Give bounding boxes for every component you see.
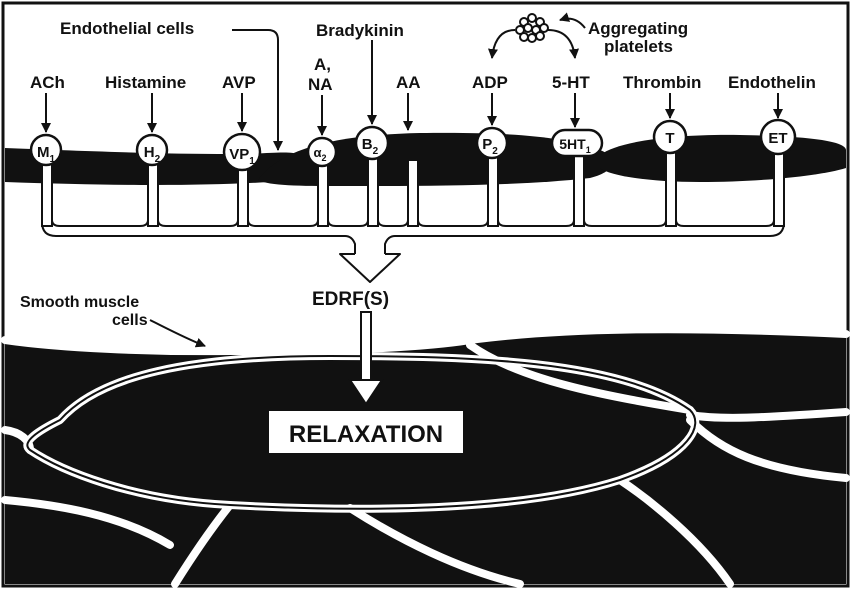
agonist-thrombin: Thrombin <box>623 73 701 92</box>
edrf-label: EDRF(S) <box>312 289 389 310</box>
platelets-label: platelets <box>604 37 673 56</box>
agonist-5ht: 5-HT <box>552 73 590 92</box>
receptor-5ht1: 5HT1 <box>552 130 602 156</box>
receptor-vp1: VP1 <box>224 134 260 170</box>
smooth-muscle-label: Smooth muscle <box>20 294 139 311</box>
svg-text:ET: ET <box>768 130 787 147</box>
receptor-t: T <box>654 121 686 153</box>
endothelial-cell-right <box>600 135 846 182</box>
relaxation-box: RELAXATION <box>268 410 464 454</box>
receptor-m1: M1 <box>31 135 61 165</box>
agonist-na: NA <box>308 75 333 94</box>
aggregating-label: Aggregating <box>588 19 688 38</box>
receptor-et: ET <box>761 120 795 154</box>
receptor-b2: B2 <box>356 127 388 159</box>
receptor-alpha2: α2 <box>308 138 336 166</box>
platelets-icon <box>516 14 548 42</box>
agonist-histamine: Histamine <box>105 73 186 92</box>
agonist-ach: ACh <box>30 73 65 92</box>
smooth-muscle-label-cells: cells <box>112 312 148 329</box>
agonist-aa: AA <box>396 73 421 92</box>
agonist-a: A, <box>314 55 331 74</box>
receptor-h2: H2 <box>137 135 167 165</box>
receptor-p2: P2 <box>477 128 507 158</box>
svg-text:T: T <box>665 130 674 147</box>
endothelial-cells-label: Endothelial cells <box>60 19 194 38</box>
relaxation-label: RELAXATION <box>289 421 443 448</box>
agonist-endothelin: Endothelin <box>728 73 816 92</box>
agonist-avp: AVP <box>222 73 256 92</box>
bradykinin-label: Bradykinin <box>316 21 404 40</box>
agonist-adp: ADP <box>472 73 508 92</box>
